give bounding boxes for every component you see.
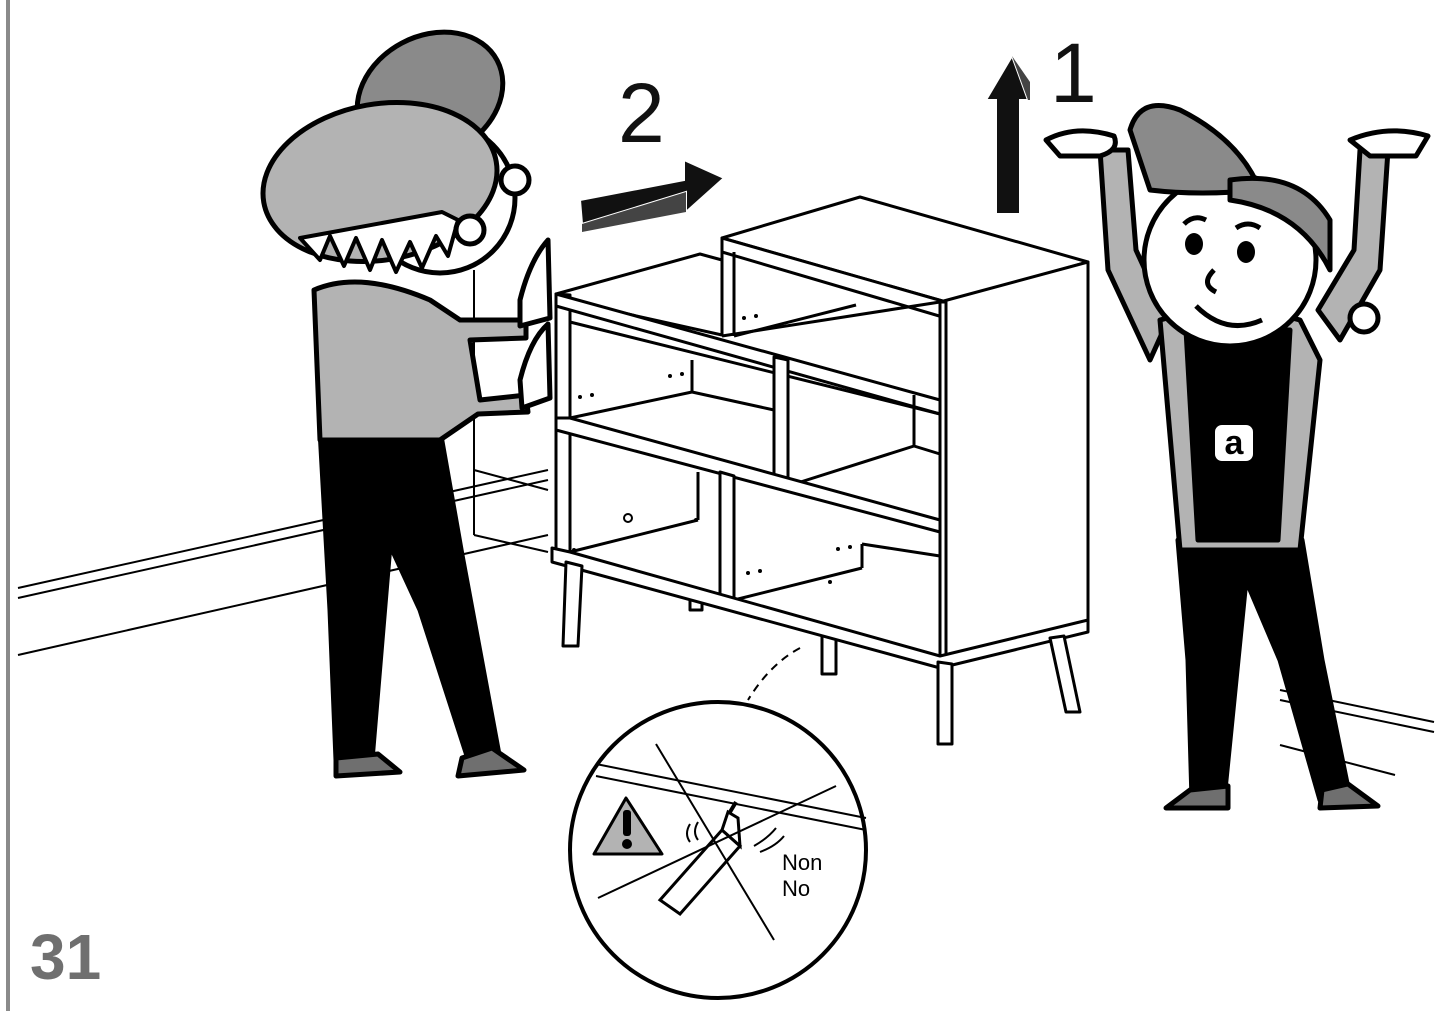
worker-left-shirt bbox=[314, 282, 528, 440]
arrow-label-2: 2 bbox=[618, 66, 665, 160]
worker-right-hand-left bbox=[1046, 131, 1115, 156]
detail-leader-line bbox=[748, 648, 800, 700]
worker-right-hand-right bbox=[1350, 131, 1428, 156]
cabinet bbox=[552, 197, 1088, 744]
cabinet-leg-rear-right bbox=[1050, 636, 1080, 712]
page-margin-rule bbox=[6, 0, 10, 1011]
cabinet-leg-front-right bbox=[938, 662, 952, 744]
step-number: 31 bbox=[30, 925, 101, 989]
worker-right-pants bbox=[1178, 540, 1350, 800]
cabinet-leg-front-left bbox=[563, 562, 582, 646]
lift-arrow bbox=[986, 56, 1030, 214]
worker-pushing bbox=[250, 7, 550, 776]
arrow-label-1: 1 bbox=[1050, 26, 1097, 120]
brand-badge-letter: a bbox=[1225, 424, 1245, 462]
worker-right-shoe-left bbox=[1166, 786, 1228, 808]
push-arrow bbox=[580, 160, 724, 232]
worker-left-shoe-left bbox=[336, 754, 400, 776]
warning-text-line2: No bbox=[782, 876, 810, 901]
worker-right-shoe-right bbox=[1320, 784, 1378, 808]
worker-left-hand-upper bbox=[520, 240, 550, 326]
warning-text-line1: Non bbox=[782, 850, 822, 875]
